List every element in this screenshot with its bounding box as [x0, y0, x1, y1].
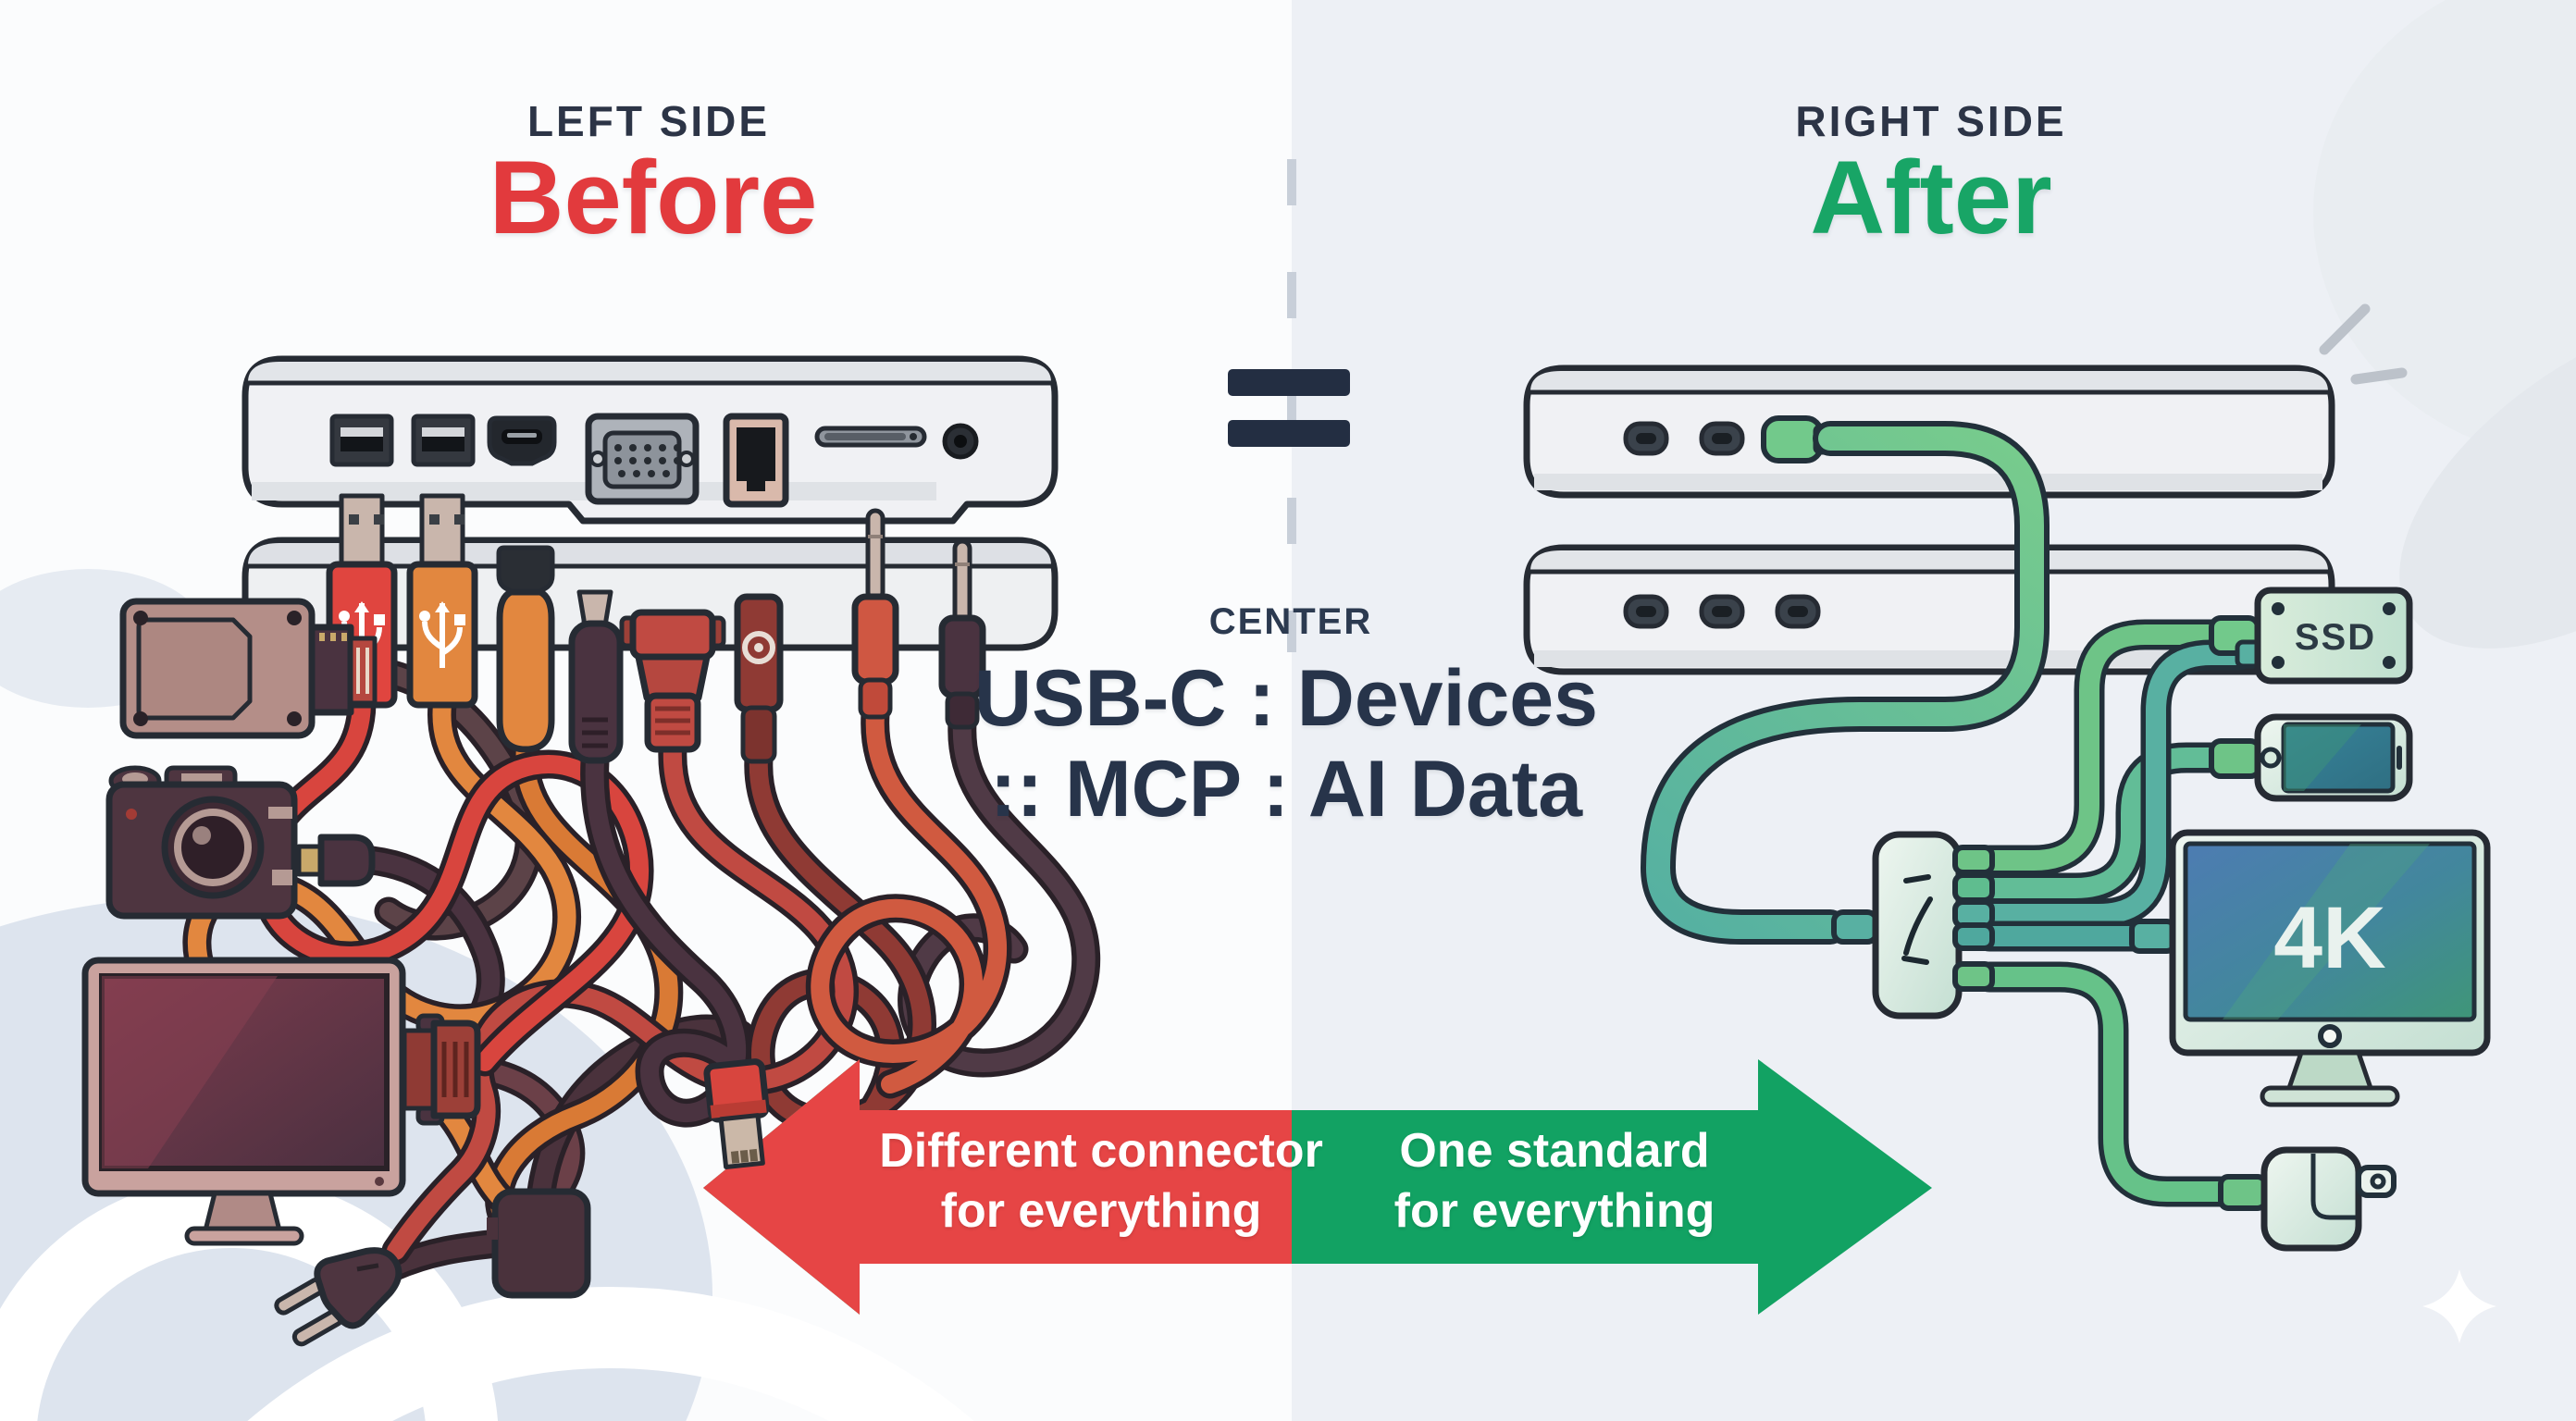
analogy-line-1: USB-C : Devices: [974, 654, 1598, 743]
hard-drive: [119, 598, 378, 739]
hub-logo-icon: [1901, 874, 1933, 965]
arrow-right-line-2: for everything: [1393, 1184, 1715, 1238]
decorative-blob: [2399, 314, 2576, 649]
arrow-red-half: [703, 1059, 1292, 1315]
usb-a-port: [329, 414, 394, 467]
usb-c-port: [1775, 594, 1821, 629]
center-label: CENTER: [1208, 601, 1373, 642]
hdmi-plug-orange: [496, 545, 555, 753]
equals-icon: [1228, 369, 1350, 447]
usb-c-port: [1623, 594, 1669, 629]
laptop-left-top: [242, 355, 1059, 525]
ssd-drive: SSD: [2209, 587, 2413, 685]
usb-c-port: [1699, 421, 1745, 456]
home-button: [2260, 747, 2282, 769]
ethernet-port: [723, 413, 789, 508]
usb-c-port: [1623, 421, 1669, 456]
decorative-blob: [2313, 0, 2576, 463]
plug-lineup: [326, 493, 986, 764]
power-plug: [274, 1247, 402, 1347]
power-brick: [487, 1188, 591, 1299]
audio-plug-dark: [938, 538, 986, 730]
before-title: Before: [489, 140, 818, 255]
usb-trident-icon: [419, 601, 465, 668]
arrow-left-caption: Different connector for everything: [879, 1121, 1323, 1242]
center-analogy: USB-C : Devices :: MCP : AI Data: [974, 653, 1598, 834]
monitor-4k-label: 4K: [2273, 889, 2385, 987]
right-side-label: RIGHT SIDE: [1795, 97, 2067, 145]
arrow-left-line-2: for everything: [940, 1184, 1262, 1238]
usb-c-power-adapter: [2218, 1146, 2396, 1252]
sparkle-diamond-icon: [2422, 1269, 2496, 1343]
vga-plug-monitor: [402, 1013, 481, 1126]
arrow-right-line-1: One standard: [1399, 1124, 1710, 1178]
usb-a-plug-orange: [406, 493, 478, 709]
vga-port: [585, 413, 700, 505]
camera: [105, 765, 376, 920]
arrow-right-caption: One standard for everything: [1394, 1121, 1715, 1242]
ssd-label: SSD: [2295, 617, 2376, 658]
mini-usb-plug-dark: [568, 589, 624, 764]
monitor-4k: 4K: [2129, 829, 2491, 1107]
usb-c-port: [1699, 594, 1745, 629]
audio-jack-port: [942, 423, 979, 460]
usb-c-hub: [1831, 831, 1995, 1019]
after-title: After: [1810, 140, 2052, 255]
barrel-plug-darkred: [734, 593, 784, 764]
vga-plug-red: [619, 609, 726, 753]
sparkle-lines-icon: [2319, 303, 2408, 385]
left-side-label: LEFT SIDE: [526, 97, 771, 145]
decorative-ring: [247, 1287, 974, 1421]
analogy-line-2: :: MCP : AI Data: [989, 745, 1583, 834]
audio-plug-red: [851, 508, 899, 720]
hdmi-port: [487, 415, 557, 466]
old-monitor: [81, 957, 481, 1246]
dangling-usb-plug: [703, 1058, 770, 1169]
monitor-button: [2318, 1024, 2342, 1048]
comparison-arrow: [703, 1059, 1932, 1315]
arrow-left-line-1: Different connector: [879, 1124, 1323, 1178]
smartphone: [2209, 713, 2413, 802]
mini-usb-connector: [296, 834, 376, 887]
sd-card-slot: [814, 426, 927, 448]
usb-a-port: [411, 414, 476, 467]
